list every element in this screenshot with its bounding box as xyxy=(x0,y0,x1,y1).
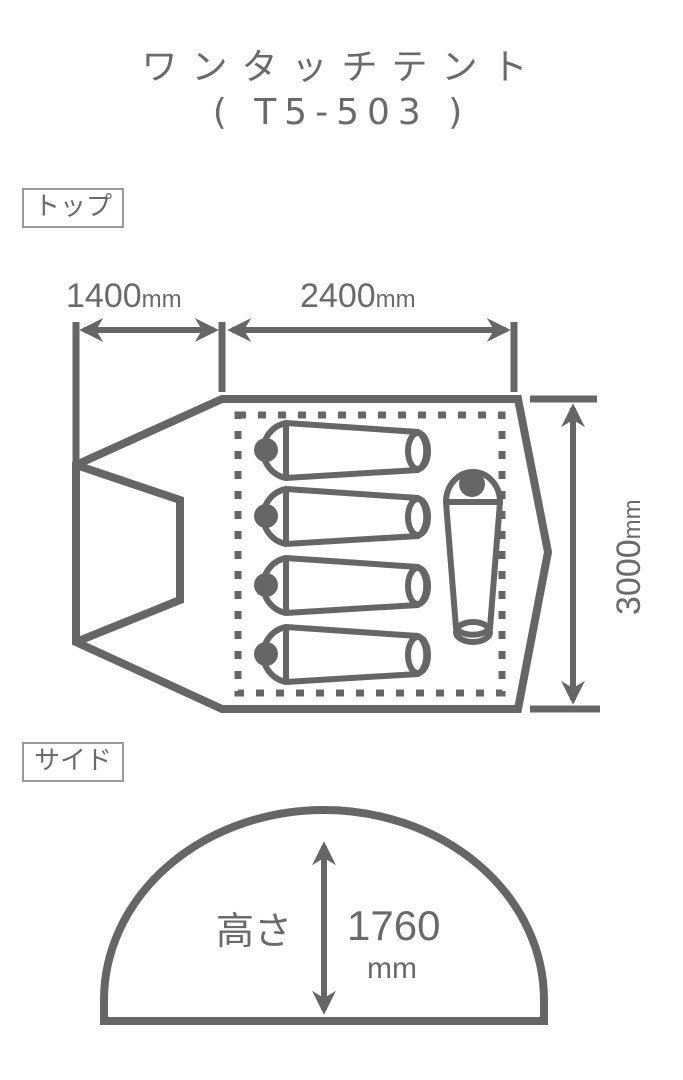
width-unit: mm xyxy=(619,499,646,539)
height-value: 1760 xyxy=(347,902,440,949)
svg-text:1400mm: 1400mm xyxy=(66,277,182,315)
sleeping-bag-5 xyxy=(442,469,504,645)
sleeping-bag-4 xyxy=(254,623,431,686)
height-unit: mm xyxy=(367,952,417,985)
dimension-vestibule: 1400mm xyxy=(66,277,226,465)
model-number: ( T5-503 ) xyxy=(212,92,471,133)
tent-outline-side xyxy=(100,806,548,1025)
svg-text:2400mm: 2400mm xyxy=(300,277,416,315)
inner-length-unit: mm xyxy=(376,286,416,313)
svg-text:3000mm: 3000mm xyxy=(610,499,648,615)
tent-outline-top xyxy=(72,395,553,713)
sleeping-bag-2 xyxy=(254,485,431,548)
vestibule-length-value: 1400 xyxy=(66,277,142,315)
sleeping-bag-1 xyxy=(254,419,431,482)
inner-tent-boundary xyxy=(234,411,506,697)
side-view-label: サイド xyxy=(22,742,125,782)
dimension-inner-length: 2400mm xyxy=(227,277,518,392)
height-label: 高さ xyxy=(216,911,292,953)
top-view-label: トップ xyxy=(22,188,125,228)
sleeping-bags xyxy=(254,419,504,686)
sleeping-bag-3 xyxy=(254,554,431,617)
dimension-width: 3000mm xyxy=(530,395,648,713)
width-value: 3000 xyxy=(610,539,648,615)
inner-length-value: 2400 xyxy=(300,277,376,315)
vestibule-length-unit: mm xyxy=(142,286,182,313)
product-title: ワンタッチテント xyxy=(141,47,542,88)
